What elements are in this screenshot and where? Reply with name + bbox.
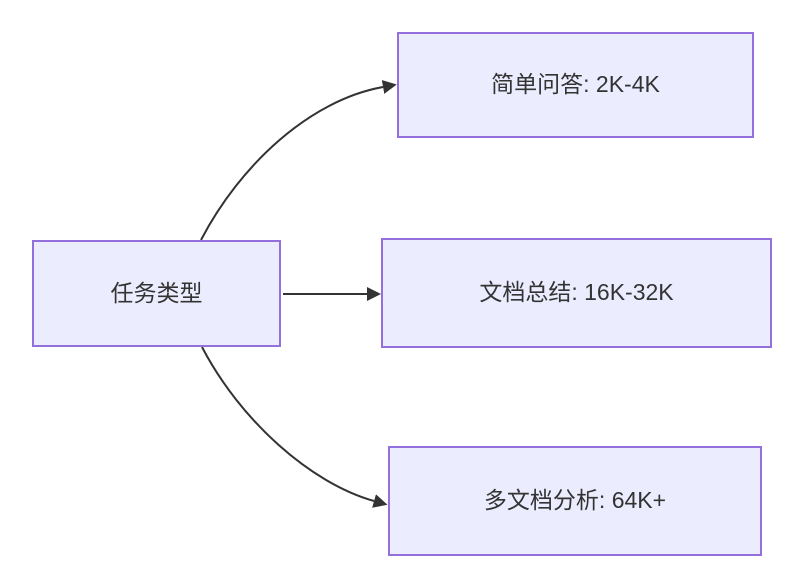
edge-task-type-to-multi-doc	[201, 346, 388, 508]
node-multi-doc: 多文档分析: 64K+	[388, 446, 762, 556]
node-task-type: 任务类型	[32, 240, 281, 347]
node-simple-qa-label: 简单问答: 2K-4K	[491, 71, 660, 98]
node-simple-qa: 简单问答: 2K-4K	[397, 32, 754, 138]
edge-task-type-to-simple-qa	[200, 80, 397, 241]
node-multi-doc-label: 多文档分析: 64K+	[483, 487, 667, 514]
node-doc-summary: 文档总结: 16K-32K	[381, 238, 772, 348]
node-task-type-label: 任务类型	[110, 279, 203, 306]
node-doc-summary-label: 文档总结: 16K-32K	[479, 279, 674, 306]
